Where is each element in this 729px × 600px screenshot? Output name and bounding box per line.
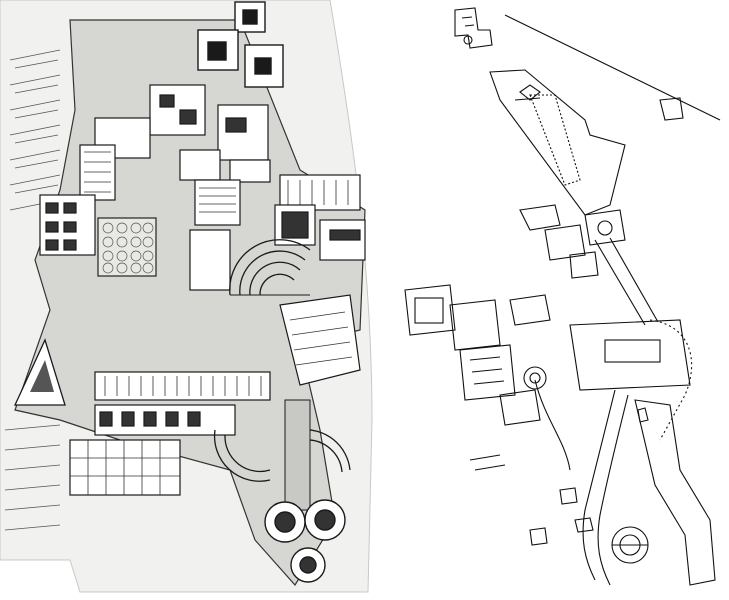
right-site-plan — [380, 0, 729, 600]
colonnade-curve — [649, 319, 693, 441]
garden-grid — [97, 217, 157, 277]
parking-area-bottom-left — [4, 424, 61, 531]
large-court — [569, 319, 691, 391]
southeast-promenade — [634, 399, 716, 586]
bottom-grid-block — [69, 439, 181, 496]
path-south-2 — [582, 389, 616, 581]
central-blocks — [189, 174, 366, 291]
tower-blocks-top — [197, 1, 284, 88]
left-housing-blocks — [39, 144, 116, 256]
left-site-plan-drawing — [0, 0, 373, 593]
road-segment-north — [594, 239, 646, 326]
small-structure-top-right — [659, 97, 684, 121]
parking-area-top-left — [9, 49, 61, 211]
middle-building-group — [519, 204, 626, 279]
circular-end-pavilions — [264, 499, 346, 583]
top-left-complex — [454, 7, 493, 49]
right-site-plan-drawing — [380, 0, 729, 600]
road-segment-north-edge — [609, 237, 659, 323]
scattered-ruins — [469, 454, 594, 546]
lower-housing-bar — [94, 371, 271, 436]
central-axis-walkway — [284, 399, 311, 511]
diagonal-ribbon-blocks — [279, 294, 361, 386]
right-background — [380, 0, 729, 600]
amphitheatre — [229, 239, 311, 296]
path-south-1 — [534, 379, 571, 471]
diagonal-boundary-line — [504, 14, 721, 121]
path-south-2-edge — [597, 394, 629, 586]
upper-building-cluster — [94, 84, 271, 183]
west-complex — [404, 284, 551, 426]
south-theatre — [611, 526, 649, 564]
triangular-plaza — [13, 338, 66, 406]
elongated-garden — [489, 69, 626, 216]
left-site-plan — [0, 0, 373, 593]
